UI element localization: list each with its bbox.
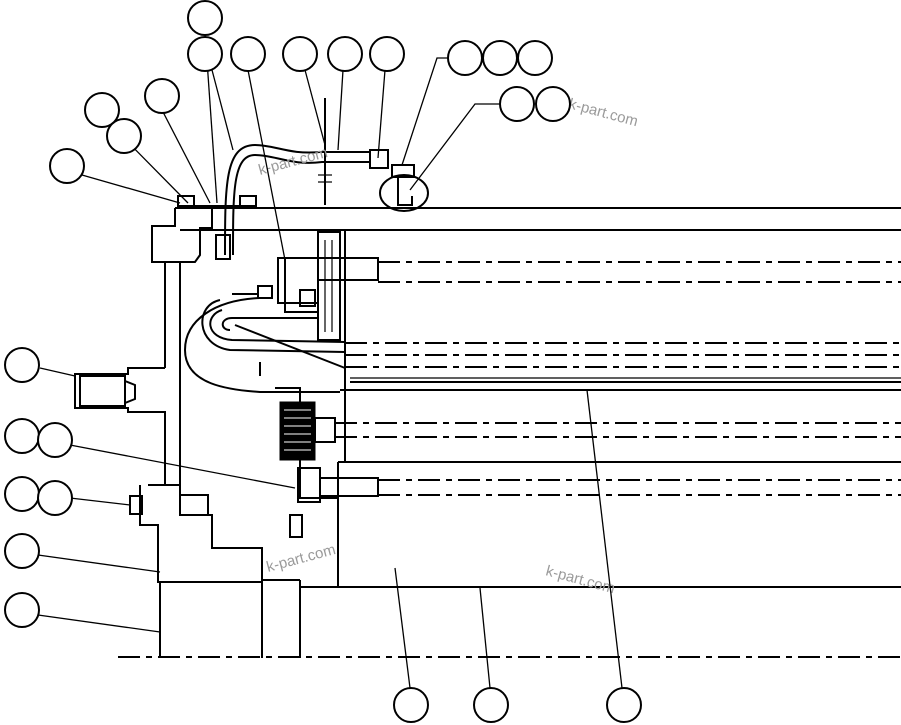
callout-circle xyxy=(37,422,73,458)
callout-circle xyxy=(606,687,642,723)
callout-circle xyxy=(369,36,405,72)
callout-circle xyxy=(447,40,483,76)
callout-circle xyxy=(106,118,142,154)
callout-circle xyxy=(187,36,223,72)
callout-circle xyxy=(282,36,318,72)
watermark-text: k-part.com xyxy=(567,95,640,130)
callout-circle xyxy=(393,687,429,723)
callout-circle xyxy=(4,347,40,383)
shaft-lines xyxy=(118,261,901,658)
callout-circle xyxy=(187,0,223,36)
watermark-text: k-part.com xyxy=(544,562,617,597)
callout-circle xyxy=(4,418,40,454)
housing-structure xyxy=(74,207,901,658)
callout-circle xyxy=(517,40,553,76)
watermark-text: k-part.com xyxy=(265,541,338,576)
callout-circle xyxy=(230,36,266,72)
callout-circle xyxy=(49,148,85,184)
callout-circle xyxy=(482,40,518,76)
callout-circle xyxy=(4,533,40,569)
callout-circle xyxy=(4,476,40,512)
watermarks: k-part.com k-part.com k-part.com k-part.… xyxy=(257,95,640,597)
callout-circle xyxy=(144,78,180,114)
callout-circle xyxy=(84,92,120,128)
hose-assembly xyxy=(129,98,429,516)
callout-circle xyxy=(499,86,535,122)
callout-circle xyxy=(535,86,571,122)
bracket-assembly xyxy=(201,231,379,538)
callout-circle xyxy=(473,687,509,723)
callout-circle xyxy=(4,592,40,628)
callout-circle xyxy=(37,480,73,516)
callout-circle xyxy=(327,36,363,72)
callouts xyxy=(4,0,642,723)
